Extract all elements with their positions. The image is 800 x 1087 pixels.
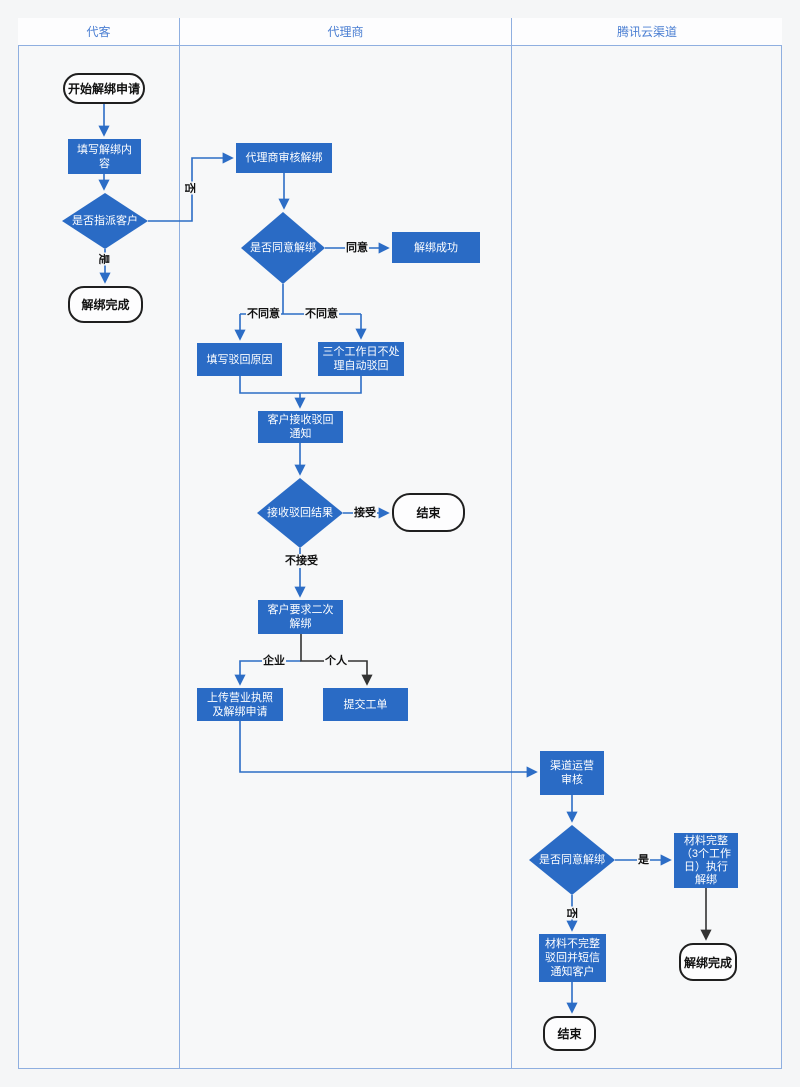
node-upload-business-license: 上传营业执照 及解绑申请 xyxy=(197,688,283,721)
edge-label-agree: 同意 xyxy=(345,241,369,255)
node-unbind-success: 解绑成功 xyxy=(392,232,480,263)
edge-label-yes-channel: 是 xyxy=(637,853,650,867)
lane-divider-2 xyxy=(511,18,512,1069)
node-channel-ops-review: 渠道运营 审核 xyxy=(540,751,604,795)
node-unbind-complete-customer: 解绑完成 xyxy=(68,286,143,323)
lane-header-row: 代客 代理商 腾讯云渠道 xyxy=(18,18,782,46)
edge-label-no-channel: 否 xyxy=(564,906,579,920)
edge-label-disagree-left: 不同意 xyxy=(246,307,281,321)
node-fill-reject-reason: 填写驳回原因 xyxy=(197,343,282,376)
node-start-unbind-request: 开始解绑申请 xyxy=(63,73,145,104)
node-customer-receive-reject-notice: 客户接收驳回 通知 xyxy=(258,411,343,443)
node-agent-review-unbind: 代理商审核解绑 xyxy=(236,143,332,173)
node-material-complete-execute: 材料完整 （3个工作 日）执行 解绑 xyxy=(674,833,738,888)
node-submit-ticket: 提交工单 xyxy=(323,688,408,721)
node-auto-reject-3days: 三个工作日不处 理自动驳回 xyxy=(318,342,404,376)
edge-label-disagree-right: 不同意 xyxy=(304,307,339,321)
edge-label-no-assign: 否 xyxy=(182,181,197,195)
diagram-frame xyxy=(18,18,782,1069)
edge-label-accept: 接受 xyxy=(353,506,377,520)
lane-header-tencent-channel: 腾讯云渠道 xyxy=(511,18,782,45)
node-end-channel: 结束 xyxy=(543,1016,596,1051)
node-material-incomplete-reject: 材料不完整 驳回并短信 通知客户 xyxy=(539,934,606,982)
edge-label-personal: 个人 xyxy=(324,654,348,668)
edge-label-enterprise: 企业 xyxy=(262,654,286,668)
node-end-middle: 结束 xyxy=(392,493,465,532)
node-fill-unbind-content: 填写解绑内 容 xyxy=(68,139,141,174)
node-customer-second-unbind: 客户要求二次 解绑 xyxy=(258,600,343,634)
edge-label-yes-assign: 是 xyxy=(96,252,111,266)
lane-header-agent: 代理商 xyxy=(179,18,511,45)
edge-label-not-accept: 不接受 xyxy=(284,554,319,568)
node-unbind-complete-channel: 解绑完成 xyxy=(679,943,737,981)
lane-header-customer: 代客 xyxy=(86,25,111,39)
lane-divider-1 xyxy=(179,18,180,1069)
